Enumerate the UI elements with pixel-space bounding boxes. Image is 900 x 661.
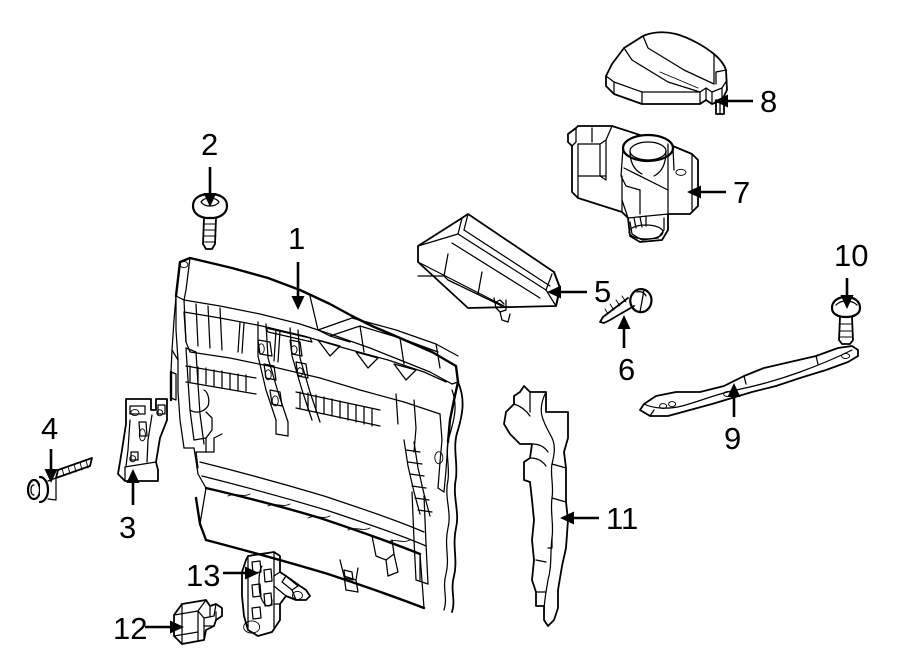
part-self-tapping-screw <box>599 288 653 324</box>
callout-number-2: 2 <box>201 127 219 162</box>
part-side-mount-bracket-left <box>117 398 168 482</box>
part-sensor-mounting-bracket <box>241 551 311 637</box>
callout-arrowhead-6 <box>617 315 631 329</box>
callout-number-9: 9 <box>724 421 742 456</box>
callout-number-7: 7 <box>733 175 751 210</box>
callout-arrowhead-5 <box>547 285 561 299</box>
callout-number-1: 1 <box>288 221 306 256</box>
callout-number-13: 13 <box>186 558 221 593</box>
part-air-cleaner-cover <box>605 31 728 115</box>
callout-number-11: 11 <box>606 501 639 536</box>
callout-arrowhead-1 <box>291 296 305 310</box>
callout-number-10: 10 <box>834 238 869 273</box>
callout-arrowhead-13 <box>245 566 259 580</box>
part-collar-bolt <box>26 457 93 504</box>
callout-arrowhead-7 <box>687 185 701 199</box>
part-ambient-temperature-sensor <box>173 599 223 645</box>
callout-arrowhead-4 <box>44 469 58 483</box>
callout-number-3: 3 <box>119 510 137 545</box>
part-radiator-support-core <box>169 256 464 613</box>
callout-number-4: 4 <box>41 411 59 446</box>
callout-arrowhead-10 <box>840 295 854 309</box>
callout-number-6: 6 <box>618 352 636 387</box>
callout-arrowhead-9 <box>727 383 741 397</box>
callout-arrowhead-8 <box>714 94 728 108</box>
part-upper-tie-bar-cover <box>639 345 859 417</box>
part-air-deflector-seal <box>503 385 569 627</box>
part-shoulder-bolt <box>830 295 862 345</box>
part-air-duct-guide <box>417 213 561 323</box>
callout-number-12: 12 <box>113 611 148 646</box>
callout-arrowhead-12 <box>170 620 184 634</box>
callout-arrowhead-2 <box>203 193 217 207</box>
callout-arrowhead-3 <box>126 469 140 483</box>
callout-arrowhead-11 <box>560 511 574 525</box>
callout-number-5: 5 <box>594 274 612 309</box>
callout-number-8: 8 <box>760 84 778 119</box>
part-air-intake-resonator-housing <box>567 125 699 243</box>
callout-leaders <box>44 94 854 634</box>
